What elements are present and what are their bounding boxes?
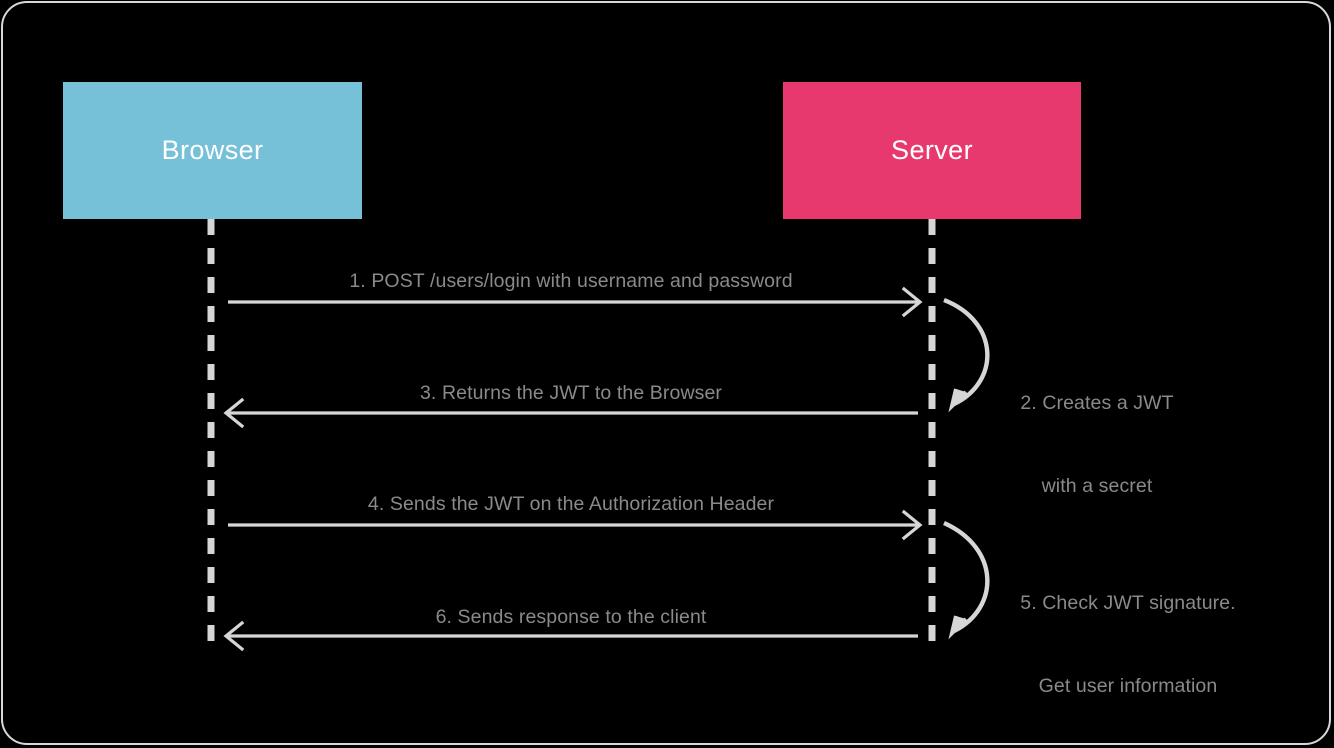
actor-box-browser[interactable]: Browser <box>63 82 362 219</box>
message-arrow-1[interactable] <box>228 286 923 318</box>
message-arrow-6[interactable] <box>223 620 918 652</box>
message-label-2-line-2: with a secret <box>1041 475 1153 498</box>
actor-label-browser: Browser <box>161 135 264 165</box>
message-arrow-3[interactable] <box>223 397 918 429</box>
message-label-1: 1. POST /users/login with username and p… <box>349 270 793 292</box>
message-label-5: 5. Check JWT signature. Get user informa… <box>1002 535 1254 748</box>
message-label-6: 6. Sends response to the client <box>435 606 707 628</box>
message-self-loop-2[interactable] <box>943 297 990 413</box>
message-label-5-line-1: 5. Check JWT signature. <box>1020 592 1236 615</box>
message-label-2-line-1: 2. Creates a JWT <box>1020 392 1174 415</box>
message-label-2: 2. Creates a JWT with a secret <box>1002 335 1192 557</box>
message-label-5-line-2: Get user information <box>1038 675 1218 698</box>
message-self-loop-5[interactable] <box>943 520 990 640</box>
actor-label-server: Server <box>891 135 973 165</box>
actor-box-server[interactable]: Server <box>783 82 1081 219</box>
message-label-3: 3. Returns the JWT to the Browser <box>419 382 723 404</box>
message-arrow-4[interactable] <box>228 509 923 541</box>
message-label-4: 4. Sends the JWT on the Authorization He… <box>367 493 775 515</box>
